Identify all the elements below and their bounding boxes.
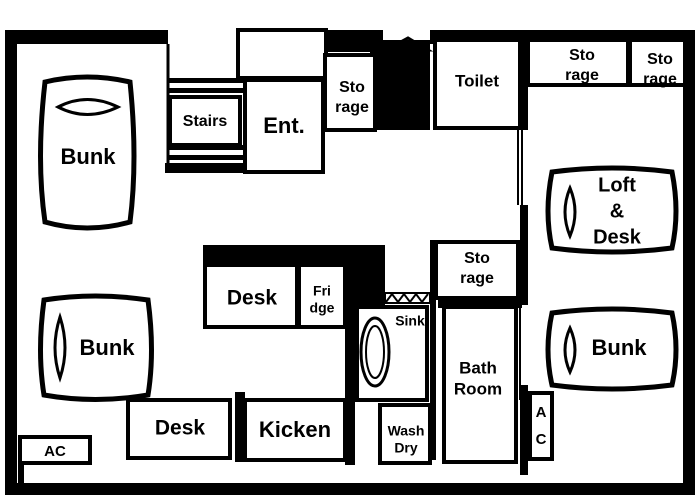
storage-center-mid-label-2: rage	[460, 270, 494, 287]
storage-right-top-b-box	[628, 38, 687, 87]
stairs-box	[168, 95, 242, 147]
kitchen-box	[243, 398, 347, 462]
storage-right-top-a-label-2: rage	[565, 67, 599, 84]
outer-walls	[5, 30, 695, 495]
ac-right-label-2: C	[536, 431, 547, 448]
pillow-icon	[545, 165, 679, 255]
storage-center-top-box	[323, 53, 377, 132]
storage-right-top-a-label-1: Sto	[569, 47, 595, 64]
loft-desk-label-3: Desk	[593, 226, 642, 248]
desk-bottom-box	[126, 398, 232, 460]
bath-room-label-2: Room	[454, 379, 502, 398]
ac-right-label-1: A	[536, 404, 547, 421]
vent-symbol	[385, 36, 434, 52]
pillow-icon	[545, 306, 679, 392]
storage-center-top-label-2: rage	[335, 99, 369, 116]
fridge-box	[297, 263, 347, 329]
storage-center-mid-label-1: Sto	[464, 250, 490, 267]
bath-room-label-1: Bath	[459, 358, 497, 377]
sink-basin-inner	[365, 325, 385, 379]
desk-center-box	[203, 263, 299, 329]
ac-right-box	[528, 391, 554, 461]
window-marks	[11, 130, 691, 400]
stairs-label: Stairs	[183, 113, 228, 130]
bathroom-box	[442, 305, 518, 464]
bunk-top-left-label: Bunk	[61, 144, 117, 169]
fridge-label-2: dge	[310, 300, 335, 316]
ac-left-box	[18, 435, 92, 465]
counter-detail	[384, 292, 431, 304]
fridge-label-1: Fri	[313, 283, 331, 299]
kitchen-label: Kicken	[259, 417, 331, 442]
ac-left-label: AC	[44, 443, 66, 460]
toilet-box	[433, 38, 522, 130]
desk-bottom-label: Desk	[155, 417, 206, 440]
pillow-icon	[38, 293, 154, 402]
interior-walls	[18, 40, 528, 483]
storage-right-top-b-label-2: rage	[643, 71, 677, 88]
wash-dry-label-1: Wash	[388, 423, 425, 439]
entrance-label: Ent.	[263, 113, 305, 138]
room-boxes	[18, 28, 687, 465]
storage-right-top-a-box	[526, 38, 630, 87]
wash-dry-label-2: Dry	[394, 440, 418, 456]
wash-dry-box	[378, 403, 432, 465]
bunk-right-label: Bunk	[592, 335, 648, 360]
entrance-box	[243, 78, 325, 174]
sink-label: Sink	[395, 313, 425, 329]
stairs-treads	[168, 78, 243, 160]
storage-right-top-b-label-1: Sto	[647, 51, 673, 68]
loft-desk-label-2: &	[610, 200, 624, 222]
closet-box	[236, 28, 328, 80]
toilet-label: Toilet	[455, 71, 499, 90]
loft-desk-label-1: Loft	[598, 174, 636, 196]
bunk-bottom-left-label: Bunk	[80, 335, 136, 360]
desk-center-label: Desk	[227, 287, 278, 310]
pillow-icon	[38, 74, 137, 231]
storage-center-top-label-1: Sto	[339, 79, 365, 96]
storage-center-mid-box	[434, 240, 520, 300]
